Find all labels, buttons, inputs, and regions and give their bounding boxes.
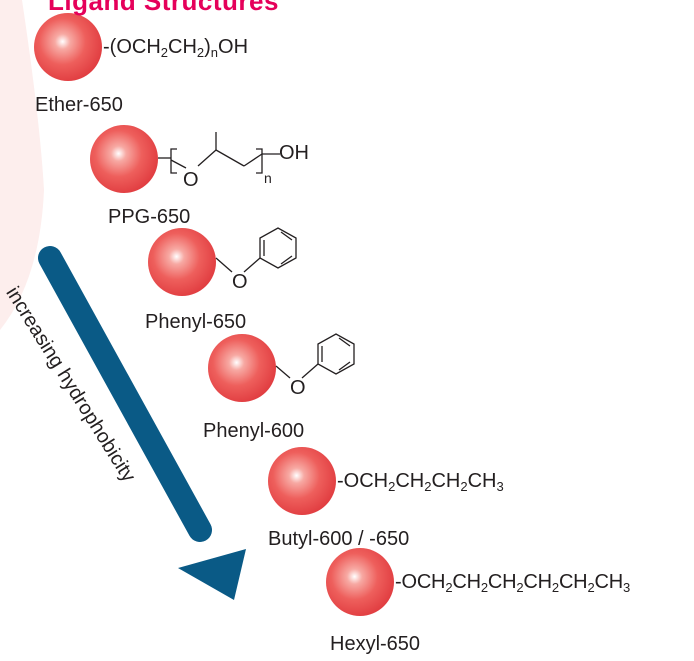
background-blob xyxy=(0,0,44,330)
bead-phenyl-650 xyxy=(148,228,216,296)
phenyl-650-structure xyxy=(215,227,297,273)
phenyl-650-oxygen-atom: O xyxy=(232,271,248,293)
ether-650-formula: -(OCH2CH2)nOH xyxy=(103,36,249,60)
bead-ether-650 xyxy=(34,13,102,81)
ligand-label-phenyl-650: Phenyl-650 xyxy=(145,311,247,333)
bead-butyl-600-650 xyxy=(268,447,336,515)
phenyl-600-oxygen-atom: O xyxy=(290,377,306,399)
ppg-hydroxyl: OH xyxy=(279,142,309,164)
ligand-label-ether-650: Ether-650 xyxy=(35,94,123,116)
ligand-label-ppg-650: PPG-650 xyxy=(108,206,191,228)
ppg-oxygen-atom: O xyxy=(183,169,199,191)
ppg-repeat-n: n xyxy=(264,170,272,186)
ligand-label-phenyl-600: Phenyl-600 xyxy=(203,420,305,442)
phenyl-600-structure xyxy=(275,333,355,379)
ligand-label-butyl-600-650: Butyl-600 / -650 xyxy=(268,528,410,550)
hexyl-formula: -OCH2CH2CH2CH2CH2CH3 xyxy=(395,571,630,595)
ligand-label-hexyl-650: Hexyl-650 xyxy=(330,633,421,655)
page-title: Ligand Structures xyxy=(48,0,279,16)
butyl-formula: -OCH2CH2CH2CH3 xyxy=(337,470,504,494)
bead-hexyl-650 xyxy=(326,548,394,616)
bead-phenyl-600 xyxy=(208,334,276,402)
hydrophobicity-arrow xyxy=(38,246,246,600)
bead-ppg-650 xyxy=(90,125,158,193)
ppg-structure xyxy=(158,132,280,174)
